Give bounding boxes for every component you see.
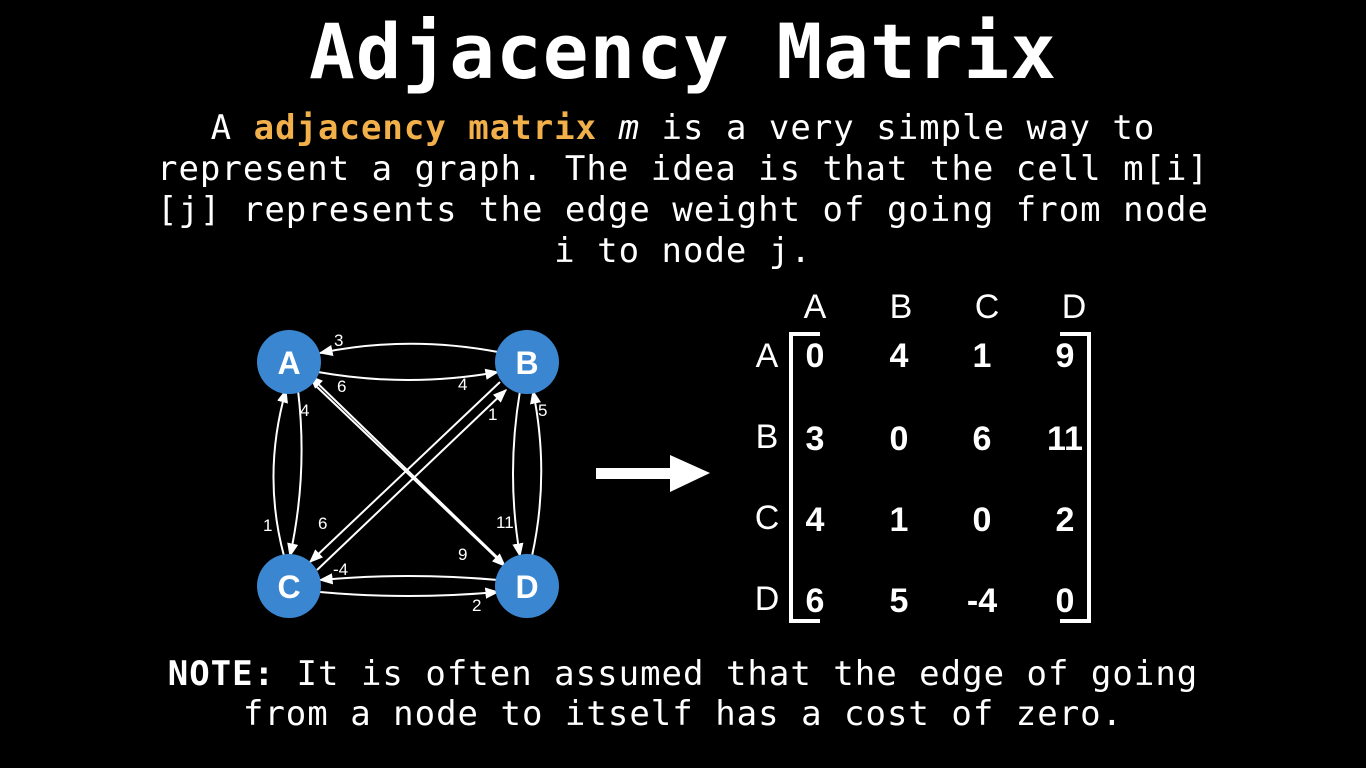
row-header-a: A	[756, 337, 779, 375]
edge-label-c-b: 1	[488, 405, 497, 424]
edge-label-d-a: 6	[337, 377, 346, 396]
graph-edge-labels: 3 4 6 4 1 5 1 6 11 9 -4 2	[263, 331, 547, 615]
edge-label-a-c: 1	[263, 516, 272, 535]
node-b: B	[495, 330, 559, 394]
page-title: Adjacency Matrix	[308, 7, 1058, 96]
term-highlight: adjacency matrix	[253, 108, 598, 148]
node-c: C	[257, 554, 321, 618]
edge-label-b-d: 11	[496, 513, 514, 532]
edge-c-to-a	[272, 388, 288, 557]
edge-a-to-b	[317, 368, 500, 381]
row-header-b: B	[756, 418, 779, 456]
edge-a-to-c	[287, 389, 303, 558]
edge-b-to-d	[512, 390, 524, 558]
col-header-a: A	[804, 288, 827, 326]
matrix-cell-c-b: 1	[890, 501, 909, 539]
edge-d-to-c	[318, 573, 499, 585]
graph-nodes: A B C D	[257, 330, 559, 618]
matrix-cell-c-c: 0	[973, 501, 992, 539]
matrix-cell-c-d: 2	[1056, 501, 1075, 539]
intro-rest: is a very simple way to represent a grap…	[156, 108, 1210, 271]
node-a: A	[257, 330, 321, 394]
matrix-cell-b-c: 6	[973, 420, 992, 458]
edge-d-to-a	[308, 375, 499, 559]
edge-b-to-c	[308, 381, 501, 563]
matrix-cell-d-d: 0	[1056, 582, 1075, 620]
matrix-cell-a-a: 0	[806, 337, 825, 375]
node-b-label: B	[515, 345, 538, 381]
matrix-cell-a-b: 4	[890, 337, 909, 375]
edge-label-c-d: 2	[472, 596, 481, 615]
matrix-cell-b-b: 0	[890, 420, 909, 458]
matrix-cell-d-a: 6	[806, 582, 825, 620]
node-d: D	[495, 554, 559, 618]
matrix-right-bracket	[1060, 332, 1091, 623]
matrix-cells: 0 4 1 9 3 0 6 11 4 1 0 2 6 5 -4 0	[806, 337, 1083, 620]
col-header-d: D	[1062, 288, 1087, 326]
note-paragraph: NOTE: It is often assumed that the edge …	[120, 654, 1246, 734]
matrix-cell-d-b: 5	[890, 582, 909, 620]
edge-label-b-a: 3	[334, 331, 343, 350]
matrix-row-headers: A B C D	[755, 337, 780, 618]
row-header-c: C	[755, 499, 780, 537]
matrix-cell-a-d: 9	[1056, 337, 1075, 375]
note-label: NOTE:	[167, 654, 276, 694]
adjacency-matrix: A B C D A B C D 0 4 1 9 3 0 6 11 4 1 0 2…	[755, 288, 1091, 623]
row-header-d: D	[755, 580, 780, 618]
matrix-cell-d-c: -4	[967, 582, 997, 620]
col-header-b: B	[890, 288, 913, 326]
edge-c-to-d	[319, 587, 500, 599]
edge-label-d-b: 5	[538, 401, 547, 420]
edge-label-d-c: -4	[333, 560, 348, 579]
matrix-cell-b-d: 11	[1047, 420, 1083, 458]
matrix-cell-c-a: 4	[806, 501, 825, 539]
edge-label-b-c: 6	[318, 514, 327, 533]
matrix-cell-b-a: 3	[806, 420, 825, 458]
intro-prefix: A	[210, 108, 254, 148]
matrix-left-bracket	[789, 332, 820, 623]
node-a-label: A	[277, 345, 300, 381]
edge-a-to-d	[315, 385, 507, 567]
matrix-variable: m	[618, 108, 641, 148]
edge-c-to-b	[316, 389, 508, 571]
col-header-c: C	[975, 288, 1000, 326]
matrix-cell-a-c: 1	[973, 337, 992, 375]
right-arrow-icon	[596, 455, 710, 492]
intro-paragraph: A adjacency matrix m is a very simple wa…	[150, 108, 1216, 272]
node-d-label: D	[515, 569, 538, 605]
node-c-label: C	[277, 569, 300, 605]
edge-b-to-a	[318, 342, 499, 356]
note-text: It is often assumed that the edge of goi…	[242, 654, 1199, 734]
graph-edges	[272, 342, 543, 599]
edge-label-a-d: 9	[458, 545, 467, 564]
matrix-column-headers: A B C D	[804, 288, 1087, 326]
edge-label-a-b: 4	[458, 375, 467, 394]
edge-d-to-b	[530, 389, 543, 557]
edge-label-c-a: 4	[300, 401, 309, 420]
